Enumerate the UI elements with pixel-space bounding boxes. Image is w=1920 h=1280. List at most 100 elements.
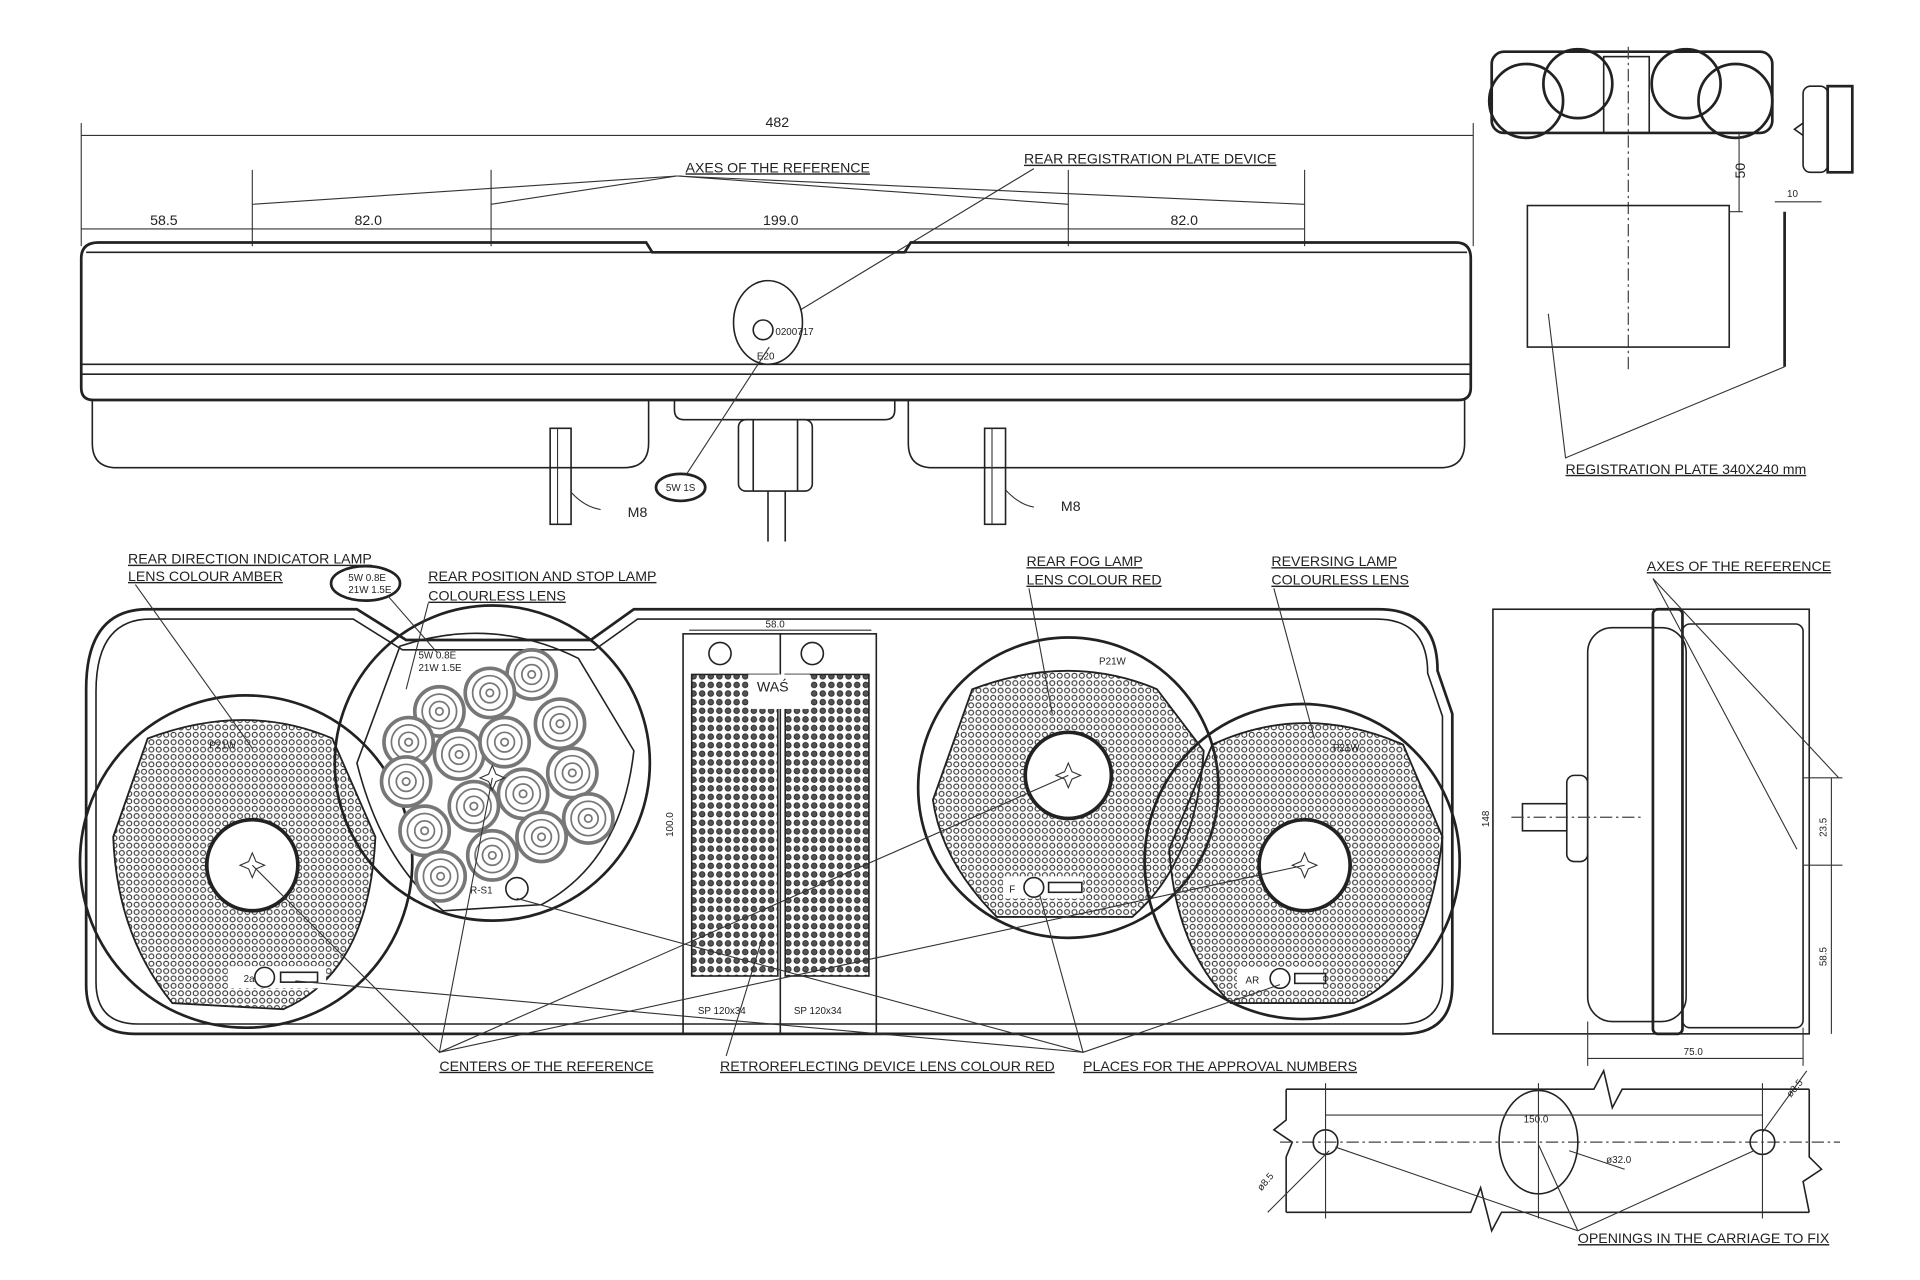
center-hole-dim: ø32.0 <box>1606 1155 1632 1166</box>
side-dim-lower: 58.5 <box>1818 946 1829 966</box>
led-ring <box>413 820 436 842</box>
dim-58-5: 58.5 <box>150 212 178 228</box>
led-ring <box>406 812 443 849</box>
reversing-label-line2: COLOURLESS LENS <box>1271 572 1409 588</box>
led-ring <box>493 731 516 753</box>
led-ring <box>454 749 464 760</box>
bulb-oval <box>329 564 402 602</box>
registration-plate-lamp <box>732 279 804 366</box>
bulb-type-indicator: P21W <box>209 740 236 751</box>
lamp-body-side <box>1586 626 1687 1023</box>
cable-gland <box>737 418 814 492</box>
lamp-housing-top <box>79 241 1473 402</box>
dim-82-right: 82.0 <box>1170 212 1198 228</box>
indicator-label-line1: REAR DIRECTION INDICATOR LAMP <box>128 551 372 567</box>
approval-mark-reversing: AR <box>1246 975 1260 986</box>
retro-code-left: SP 120x34 <box>698 1006 746 1017</box>
bulb-mark-oval <box>654 472 707 503</box>
led-ring <box>518 789 528 799</box>
lamp-body-outline <box>84 607 1454 1036</box>
bolt-right <box>983 427 1007 526</box>
approval-mark-indicator: 2a <box>244 974 255 985</box>
small-hole-left-dim: ø8.5 <box>1255 1171 1276 1194</box>
bulb-type-fog: P21W <box>1099 657 1126 668</box>
rear-registration-plate-device-label: REAR REGISTRATION PLATE DEVICE <box>1024 151 1276 167</box>
retro-code-right: SP 120x34 <box>794 1006 842 1017</box>
bulb-type-reversing: P21W <box>1333 743 1360 754</box>
led-ring <box>440 736 478 773</box>
plate-position-view: 50 10 REGISTRATION PLATE 340X240 mm <box>1487 46 1854 477</box>
dim-10: 10 <box>1787 189 1798 200</box>
bulb-mark: 5W 1S <box>666 483 696 494</box>
led-ring <box>434 706 444 716</box>
openings-label: OPENINGS IN THE CARRIAGE TO FIX <box>1578 1230 1830 1246</box>
led-ring <box>429 865 452 888</box>
led-ring <box>555 719 565 729</box>
top-view: 482 58.5 82.0 199.0 82.0 AXES OF THE REF… <box>79 114 1474 542</box>
led-ring <box>474 837 511 874</box>
dim-82-left: 82.0 <box>354 212 382 228</box>
led-ring <box>549 712 571 735</box>
led-ring <box>479 682 501 704</box>
position-label-line1: REAR POSITION AND STOP LAMP <box>428 568 656 584</box>
led-ring <box>561 762 584 784</box>
led-ring <box>469 801 479 811</box>
centers-of-reference-label: CENTERS OF THE REFERENCE <box>439 1058 653 1074</box>
side-axes-label: AXES OF THE REFERENCE <box>1647 558 1831 574</box>
led-ring <box>485 688 495 698</box>
bolt-left-label: M8 <box>628 504 648 520</box>
fog-label-line2: LENS COLOUR RED <box>1026 572 1161 588</box>
led-ring <box>455 788 492 825</box>
bulb-oval-line2-inner: 21W 1.5E <box>418 663 462 674</box>
bolt-left <box>549 427 572 526</box>
led-ring <box>530 826 553 848</box>
approval-mark-position: R-S1 <box>470 886 492 897</box>
registration-plate-label: REGISTRATION PLATE 340X240 mm <box>1566 461 1807 477</box>
approval-mark-fog: F <box>1009 884 1015 895</box>
led-ring <box>420 826 430 836</box>
led-ring <box>481 844 504 867</box>
led-array <box>379 648 615 903</box>
plate-lamp-code: 0200717 <box>775 327 813 338</box>
registration-plate <box>1526 204 1731 348</box>
led-ring <box>463 795 485 817</box>
hole-spacing-dim: 150.0 <box>1524 1114 1549 1125</box>
position-label-line2: COLOURLESS LENS <box>428 588 566 604</box>
reversing-lamp: P21W AR <box>1143 702 1462 1021</box>
led-ring <box>583 813 593 824</box>
led-ring <box>395 770 417 793</box>
retro-brand: WAŚ <box>757 678 789 695</box>
approval-numbers-label: PLACES FOR THE APPROVAL NUMBERS <box>1083 1058 1357 1074</box>
led-ring <box>577 807 600 830</box>
led-ring <box>504 775 542 812</box>
led-ring <box>404 737 414 747</box>
retro-width-dim: 58.0 <box>766 620 786 631</box>
led-ring <box>436 871 446 881</box>
led-ring <box>422 858 459 895</box>
led-ring <box>397 731 420 753</box>
front-view: P21W 2a 5W 0.8E 21W 1.5E R-S1 58.0 100.0 <box>78 551 1462 1074</box>
side-dim-upper: 23.5 <box>1818 817 1829 837</box>
dim-50: 50 <box>1732 163 1748 179</box>
bulb-oval-line1: 5W 0.8E <box>348 573 386 584</box>
bulb-oval-line1-inner: 5W 0.8E <box>418 650 456 661</box>
dim-199: 199.0 <box>763 212 799 228</box>
side-depth-dim: 75.0 <box>1684 1047 1704 1058</box>
led-ring <box>520 663 543 686</box>
side-view: 148 23.5 58.5 75.0 AXES OF THE REFERENCE <box>1481 558 1843 1066</box>
axes-of-reference-label: AXES OF THE REFERENCE <box>686 159 870 175</box>
led-ring <box>570 800 607 837</box>
led-ring <box>523 818 560 856</box>
retro-height-dim: 100.0 <box>665 812 676 837</box>
dim-overall-width: 482 <box>766 114 790 130</box>
bulb-oval-line2: 21W 1.5E <box>348 585 392 596</box>
plate-lamp-mark: E20 <box>757 351 775 362</box>
led-ring <box>512 783 534 805</box>
retroreflector-label: RETROREFLECTING DEVICE LENS COLOUR RED <box>720 1058 1055 1074</box>
position-stop-lamp: 5W 0.8E 21W 1.5E R-S1 <box>333 604 652 922</box>
led-ring <box>388 763 425 800</box>
led-ring <box>541 705 579 742</box>
bolt-right-label: M8 <box>1061 498 1081 514</box>
